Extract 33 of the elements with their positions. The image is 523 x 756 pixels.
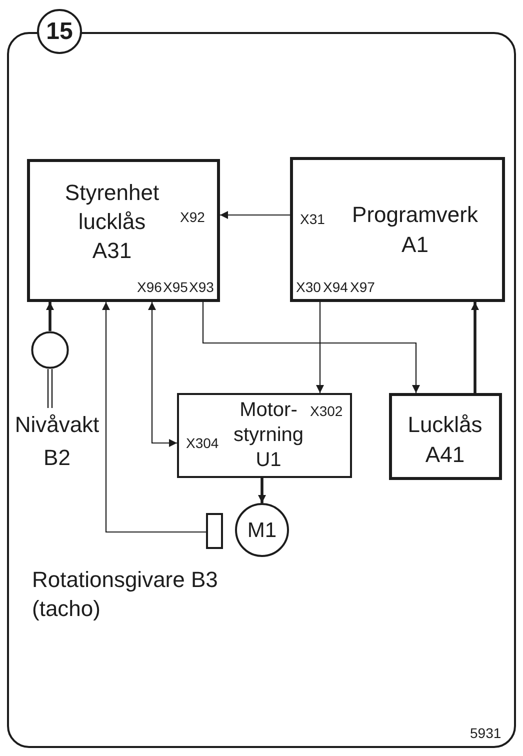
unit-box xyxy=(177,393,352,478)
arrow xyxy=(148,302,177,447)
pin-label: X94 xyxy=(323,279,348,295)
pin-label: X31 xyxy=(300,211,325,227)
arrow xyxy=(316,302,324,393)
pin-label: X97 xyxy=(350,279,375,295)
pin-label: X304 xyxy=(186,435,219,451)
pin-label: X96 xyxy=(137,279,162,295)
pin-label: X95 xyxy=(163,279,188,295)
motor-label: M1 xyxy=(247,520,277,540)
sensor-caption: Rotationsgivare B3 (tacho) xyxy=(32,566,218,623)
arrow xyxy=(220,211,290,219)
unit-label: Lucklås A41 xyxy=(406,411,484,469)
unit-label: Motor- styrning U1 xyxy=(232,398,305,473)
unit-box xyxy=(389,393,502,480)
arrow xyxy=(46,302,54,331)
unit-label: Programverk A1 xyxy=(351,201,479,259)
figure-number: 5931 xyxy=(470,725,502,741)
circle-number: 15 xyxy=(46,20,73,44)
arrow xyxy=(102,302,206,533)
pin-label: X302 xyxy=(310,403,343,419)
unit-box xyxy=(27,159,220,302)
arrow xyxy=(202,302,420,393)
pin-label: X93 xyxy=(189,279,214,295)
sensor-caption: Nivåvakt B2 xyxy=(14,411,100,472)
rotation-sensor-symbol xyxy=(206,513,223,549)
level-sensor-symbol xyxy=(31,331,69,408)
pin-label: X92 xyxy=(180,209,205,225)
unit-label: Styrenhet lucklås A31 xyxy=(64,179,160,265)
arrow xyxy=(471,302,479,393)
unit-box xyxy=(290,157,505,302)
pin-label: X30 xyxy=(296,279,321,295)
arrow xyxy=(258,478,266,503)
